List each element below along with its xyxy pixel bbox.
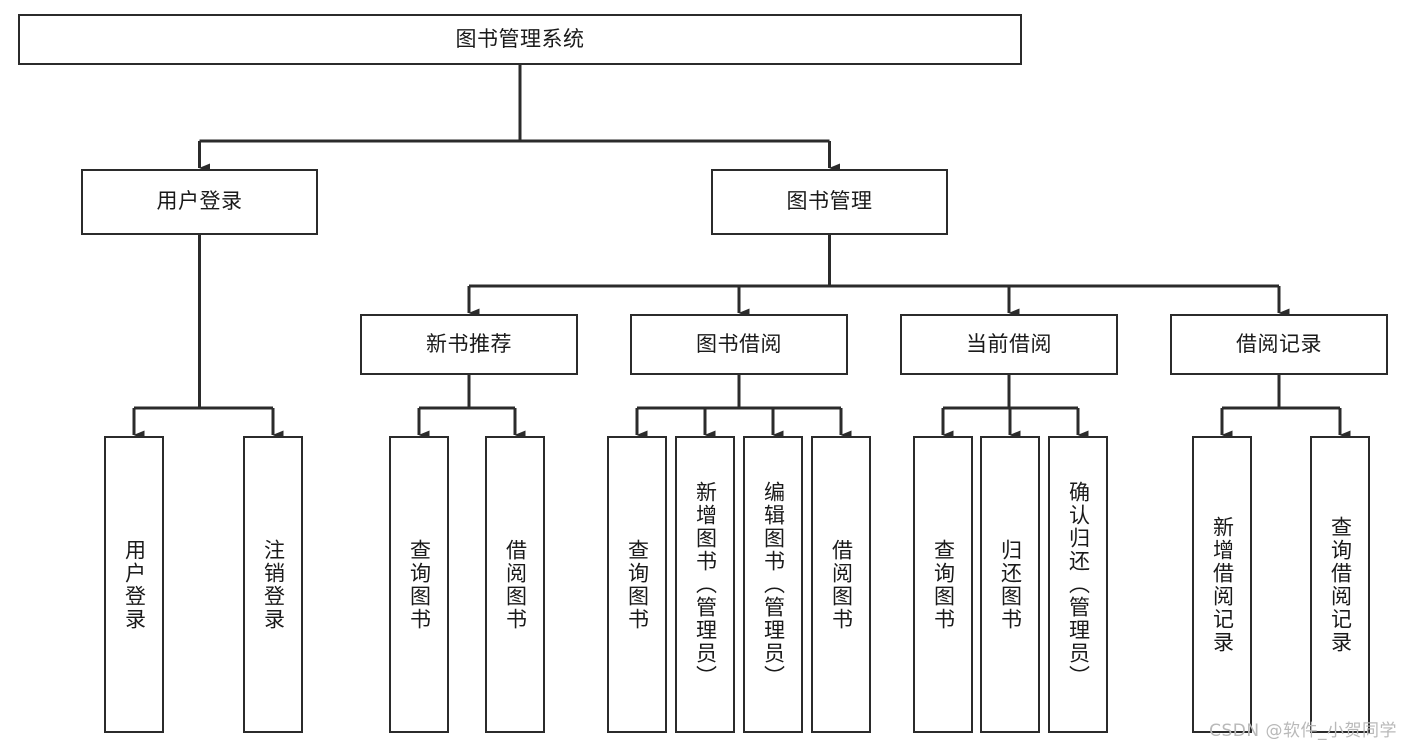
node-book-borrowing[interactable]: 图书借阅 xyxy=(630,314,848,375)
leaf-borrow-book-1[interactable]: 借阅图书 xyxy=(485,436,545,733)
leaf-confirm-return[interactable]: 确认归还（管理员） xyxy=(1048,436,1108,733)
leaf-return-book-label: 归还图书 xyxy=(998,538,1023,631)
leaf-user-login-label: 用户登录 xyxy=(122,538,147,631)
node-new-book-recommendation-label: 新书推荐 xyxy=(426,331,512,356)
leaf-confirm-return-label: 确认归还（管理员） xyxy=(1066,481,1091,688)
watermark-text: CSDN @软件_小贺同学 xyxy=(1209,721,1397,741)
node-current-borrowing-label: 当前借阅 xyxy=(966,331,1052,356)
node-user-login[interactable]: 用户登录 xyxy=(81,169,318,235)
leaf-logout-label: 注销登录 xyxy=(261,538,286,631)
leaf-query-book-1-label: 查询图书 xyxy=(407,538,432,631)
leaf-edit-book[interactable]: 编辑图书（管理员） xyxy=(743,436,803,733)
leaf-borrow-book-2-label: 借阅图书 xyxy=(829,538,854,631)
leaf-return-book[interactable]: 归还图书 xyxy=(980,436,1040,733)
leaf-query-book-2[interactable]: 查询图书 xyxy=(607,436,667,733)
node-book-management[interactable]: 图书管理 xyxy=(711,169,948,235)
node-book-borrowing-label: 图书借阅 xyxy=(696,331,782,356)
node-borrowing-record-label: 借阅记录 xyxy=(1236,331,1322,356)
leaf-query-borrow-record-label: 查询借阅记录 xyxy=(1328,515,1353,654)
node-book-management-label: 图书管理 xyxy=(786,189,873,214)
leaf-add-borrow-record[interactable]: 新增借阅记录 xyxy=(1192,436,1252,733)
leaf-query-book-2-label: 查询图书 xyxy=(625,538,650,631)
leaf-borrow-book-1-label: 借阅图书 xyxy=(503,538,528,631)
leaf-edit-book-label: 编辑图书（管理员） xyxy=(761,481,786,688)
leaf-logout[interactable]: 注销登录 xyxy=(243,436,303,733)
node-current-borrowing[interactable]: 当前借阅 xyxy=(900,314,1118,375)
connector-group xyxy=(132,65,1351,440)
leaf-query-book-3-label: 查询图书 xyxy=(931,538,956,631)
leaf-borrow-book-2[interactable]: 借阅图书 xyxy=(811,436,871,733)
leaf-add-book[interactable]: 新增图书（管理员） xyxy=(675,436,735,733)
node-root[interactable]: 图书管理系统 xyxy=(18,14,1022,65)
node-borrowing-record[interactable]: 借阅记录 xyxy=(1170,314,1388,375)
node-root-label: 图书管理系统 xyxy=(455,26,585,51)
node-user-login-label: 用户登录 xyxy=(156,189,243,214)
leaf-query-borrow-record[interactable]: 查询借阅记录 xyxy=(1310,436,1370,733)
node-new-book-recommendation[interactable]: 新书推荐 xyxy=(360,314,578,375)
leaf-query-book-3[interactable]: 查询图书 xyxy=(913,436,973,733)
leaf-query-book-1[interactable]: 查询图书 xyxy=(389,436,449,733)
leaf-add-book-label: 新增图书（管理员） xyxy=(693,481,718,688)
leaf-user-login[interactable]: 用户登录 xyxy=(104,436,164,733)
leaf-add-borrow-record-label: 新增借阅记录 xyxy=(1210,515,1235,654)
